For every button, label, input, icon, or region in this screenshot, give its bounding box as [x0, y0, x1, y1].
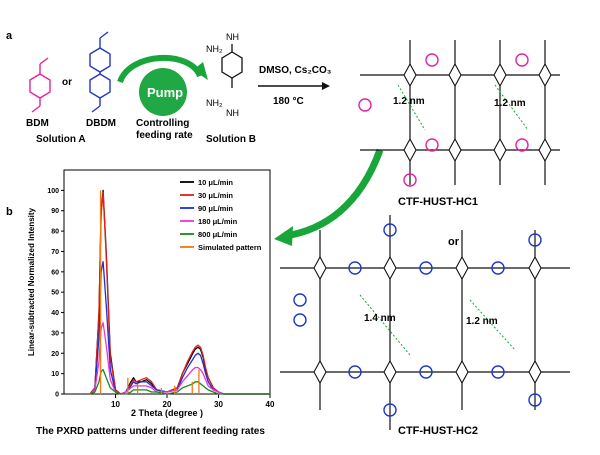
- y-tick-label: 80: [51, 229, 59, 236]
- amidine-nh-top: NH: [226, 32, 239, 42]
- legend-entry: 800 μL/min: [198, 230, 238, 239]
- pxrd-chart: 10 20 30 40 0 10 20 30 40 50 60 70 80 90 100 10 μL/min…: [27, 169, 275, 418]
- legend-entry: Simulated pattern: [198, 243, 262, 252]
- x-tick-label: 30: [214, 400, 223, 409]
- y-tick-label: 10: [51, 371, 59, 378]
- y-tick-label: 70: [51, 249, 59, 256]
- controlling-label: Controlling: [136, 118, 190, 129]
- legend-entry: 180 μL/min: [198, 217, 238, 226]
- y-axis-label: Linear-subtracted Normalized Intensity: [27, 207, 36, 356]
- panel-b-label: b: [6, 206, 13, 218]
- x-tick-label: 10: [111, 400, 120, 409]
- pump-circle: [139, 68, 187, 116]
- product1-label: CTF-HUST-HC1: [398, 196, 479, 208]
- legend-entry: 90 μL/min: [198, 204, 233, 213]
- series-line-3: [89, 322, 270, 395]
- hc1-framework: [358, 40, 560, 187]
- bdm-structure: [29, 57, 51, 113]
- legend-entry: 30 μL/min: [198, 191, 233, 200]
- x-tick-label: 40: [266, 400, 275, 409]
- x-axis-label: 2 Theta (degree ): [131, 408, 203, 418]
- series-line-0: [89, 189, 270, 395]
- amidine-nh2-top: NH₂: [206, 44, 223, 54]
- reaction-arrowhead: [322, 82, 330, 90]
- pump-label: Pump: [147, 85, 184, 100]
- bdm-label: BDM: [26, 118, 49, 129]
- pore1-right-label: 1.2 nm: [494, 98, 526, 109]
- product2-label: CTF-HUST-HC2: [398, 425, 479, 437]
- panel-a-label: a: [6, 30, 13, 42]
- series-line-2: [89, 260, 270, 395]
- pxrd-caption: The PXRD patterns under different feedin…: [36, 426, 265, 437]
- y-tick-label: 100: [47, 188, 59, 195]
- product-or-label: or: [448, 236, 459, 248]
- to-chart-arrowhead: [274, 226, 293, 246]
- series-line-1: [89, 191, 270, 395]
- solution-a-label: Solution A: [36, 134, 86, 145]
- pore1-left-label: 1.2 nm: [393, 96, 425, 107]
- conditions-label: DMSO, Cs₂CO₃: [259, 65, 332, 76]
- dbdm-label: DBDM: [86, 118, 116, 129]
- pore2-left-label: 1.4 nm: [364, 313, 396, 324]
- y-tick-label: 60: [51, 269, 59, 276]
- or-label-monomers: or: [62, 77, 72, 88]
- y-tick-label: 40: [51, 310, 59, 317]
- y-tick-label: 90: [51, 208, 59, 215]
- amidine-structure: [221, 44, 243, 88]
- to-chart-arrow: [284, 148, 384, 240]
- y-tick-label: 50: [51, 290, 59, 297]
- feed-arrowhead: [193, 62, 208, 80]
- pore2-right-label: 1.2 nm: [466, 316, 498, 327]
- temperature-label: 180 °C: [273, 96, 304, 107]
- x-tick-label: 20: [163, 400, 172, 409]
- hc2-framework: [280, 215, 570, 430]
- dbdm-structure: [89, 31, 111, 113]
- amidine-nh2-bottom: NH₂: [206, 98, 223, 108]
- solution-b-label: Solution B: [206, 134, 256, 145]
- y-tick-label: 20: [51, 351, 59, 358]
- y-tick-label: 0: [55, 392, 59, 399]
- y-tick-label: 30: [51, 330, 59, 337]
- series-line-4: [89, 368, 270, 395]
- legend-entry: 10 μL/min: [198, 178, 233, 187]
- feeding-rate-label: feeding rate: [136, 130, 193, 141]
- plot-frame: [63, 169, 271, 395]
- amidine-nh-bottom: NH: [226, 108, 239, 118]
